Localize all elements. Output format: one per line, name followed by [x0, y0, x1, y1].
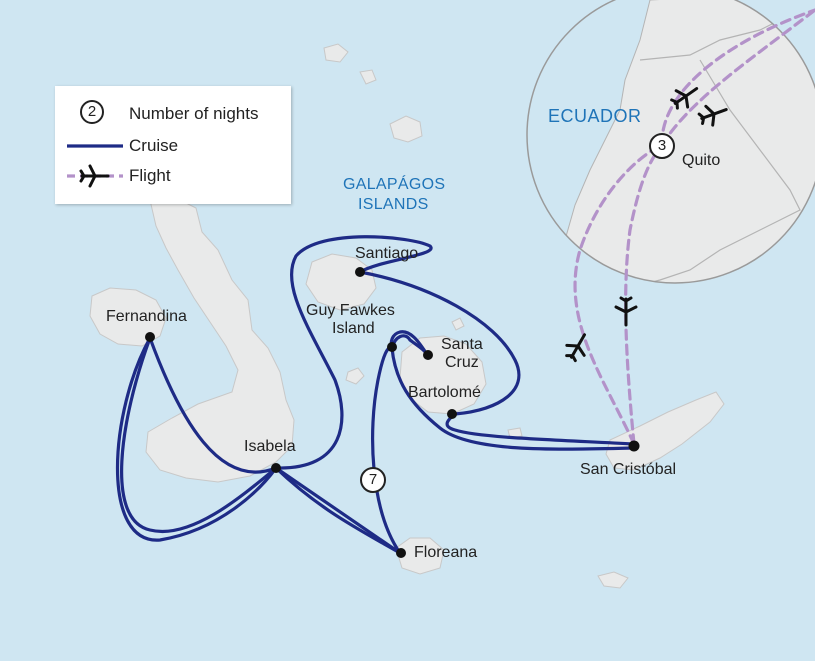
- legend-flight-label: Flight: [129, 166, 171, 185]
- floreana-marker: [396, 548, 406, 558]
- flight-route: [660, 8, 815, 147]
- legend-flight-row: Flight: [55, 162, 291, 192]
- legend-nights-row: 2 Number of nights: [55, 100, 291, 130]
- small-islet: [451, 317, 465, 331]
- bartolome-marker: [447, 409, 457, 419]
- santa-cruz-marker: [423, 350, 433, 360]
- map-legend: 2 Number of nights Cruise Flight: [55, 86, 291, 204]
- san-cristobal-marker: [628, 440, 640, 452]
- flight-line-icon: [67, 164, 123, 188]
- cruise-leg: [148, 336, 278, 474]
- floreana-label: Floreana: [414, 544, 478, 561]
- flight-routes: [573, 8, 815, 446]
- region-title-line2: ISLANDS: [358, 196, 429, 213]
- cruise-leg: [274, 235, 433, 470]
- guy-fawkes-marker: [387, 342, 397, 352]
- isabela-label: Isabela: [244, 438, 296, 455]
- nights-badge-icon: 2: [80, 100, 104, 124]
- plane-icons: [565, 87, 728, 363]
- plane-icon: [697, 104, 728, 127]
- pinzon-island: [345, 367, 365, 385]
- santa-cruz-label-line2: Cruz: [445, 354, 479, 371]
- genovesa-island: [389, 115, 423, 143]
- fernandina-island: [89, 287, 167, 347]
- guy-fawkes-label-line1: Guy Fawkes: [306, 302, 395, 319]
- plane-icon: [565, 333, 586, 363]
- cruise-leg: [445, 412, 636, 446]
- espanola-island: [597, 571, 629, 589]
- plane-icon: [670, 87, 699, 110]
- cruise-line-icon: [67, 144, 123, 148]
- guy-fawkes-label-line2: Island: [332, 320, 375, 337]
- santa-cruz-label-line1: Santa: [441, 336, 483, 353]
- san-cristobal-island: [605, 391, 725, 471]
- cruise-leg: [390, 334, 636, 451]
- flight-route: [660, 8, 815, 147]
- san-cristobal-label: San Cristóbal: [580, 461, 677, 478]
- floreana-island: [395, 537, 445, 575]
- ecuador-mainland: [559, 0, 815, 283]
- small-islet: [507, 427, 523, 439]
- country-label: ECUADOR: [548, 106, 642, 126]
- santiago-marker: [355, 267, 365, 277]
- pinta-island: [359, 69, 377, 85]
- isabela-island: [145, 195, 295, 483]
- cruise-leg: [116, 336, 278, 542]
- santiago-label: Santiago: [355, 245, 419, 262]
- isabela-marker: [271, 463, 281, 473]
- fernandina-label: Fernandina: [106, 308, 187, 325]
- cruise-leg: [274, 466, 402, 555]
- fernandina-marker: [145, 332, 155, 342]
- bartolome-label: Bartolomé: [408, 384, 481, 401]
- plane-icon: [614, 296, 638, 327]
- quito-label: Quito: [682, 152, 721, 169]
- port-markers: [145, 267, 640, 558]
- cruise-leg: [371, 345, 402, 555]
- flight-route: [624, 143, 664, 446]
- legend-nights-label: Number of nights: [129, 104, 259, 123]
- cruise-leg: [358, 270, 521, 416]
- cruise-leg: [120, 336, 278, 534]
- legend-cruise-label: Cruise: [129, 136, 179, 155]
- flight-route: [573, 143, 664, 446]
- legend-cruise-row: Cruise: [55, 132, 291, 162]
- cruise-leg: [274, 466, 402, 555]
- marchena-island: [323, 43, 349, 63]
- cruise-route: [116, 235, 636, 555]
- cruise-nights-badge: 7: [360, 467, 386, 493]
- region-title-line1: GALAPÁGOS: [343, 176, 446, 193]
- quito-nights-badge: 3: [649, 133, 675, 159]
